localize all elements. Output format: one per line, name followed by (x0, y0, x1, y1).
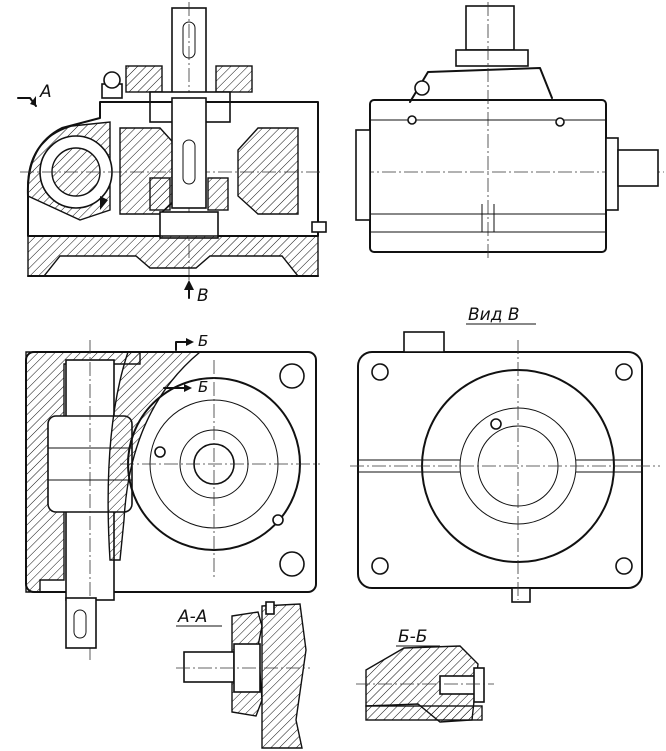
section-a-a: A-A (176, 601, 310, 749)
section-marker-a: A (17, 82, 52, 107)
svg-text:Б: Б (198, 332, 208, 350)
svg-text:Б-Б: Б-Б (398, 627, 427, 647)
section-marker-b-lower: Б (163, 378, 208, 396)
svg-text:A-A: A-A (177, 607, 207, 627)
front-section-view: A B (17, 2, 327, 306)
plan-section-view: Б Б (25, 332, 320, 660)
svg-text:Б: Б (198, 378, 208, 396)
view-b (350, 331, 660, 603)
svg-text:A: A (39, 82, 52, 102)
section-marker-b-upper: Б (175, 332, 208, 351)
side-view (355, 2, 664, 260)
view-b-title: Вид B (466, 305, 536, 325)
view-arrow-b: B (184, 280, 209, 306)
svg-text:Вид B: Вид B (468, 305, 520, 325)
section-b-b: Б-Б (356, 627, 494, 723)
svg-text:B: B (197, 286, 209, 306)
